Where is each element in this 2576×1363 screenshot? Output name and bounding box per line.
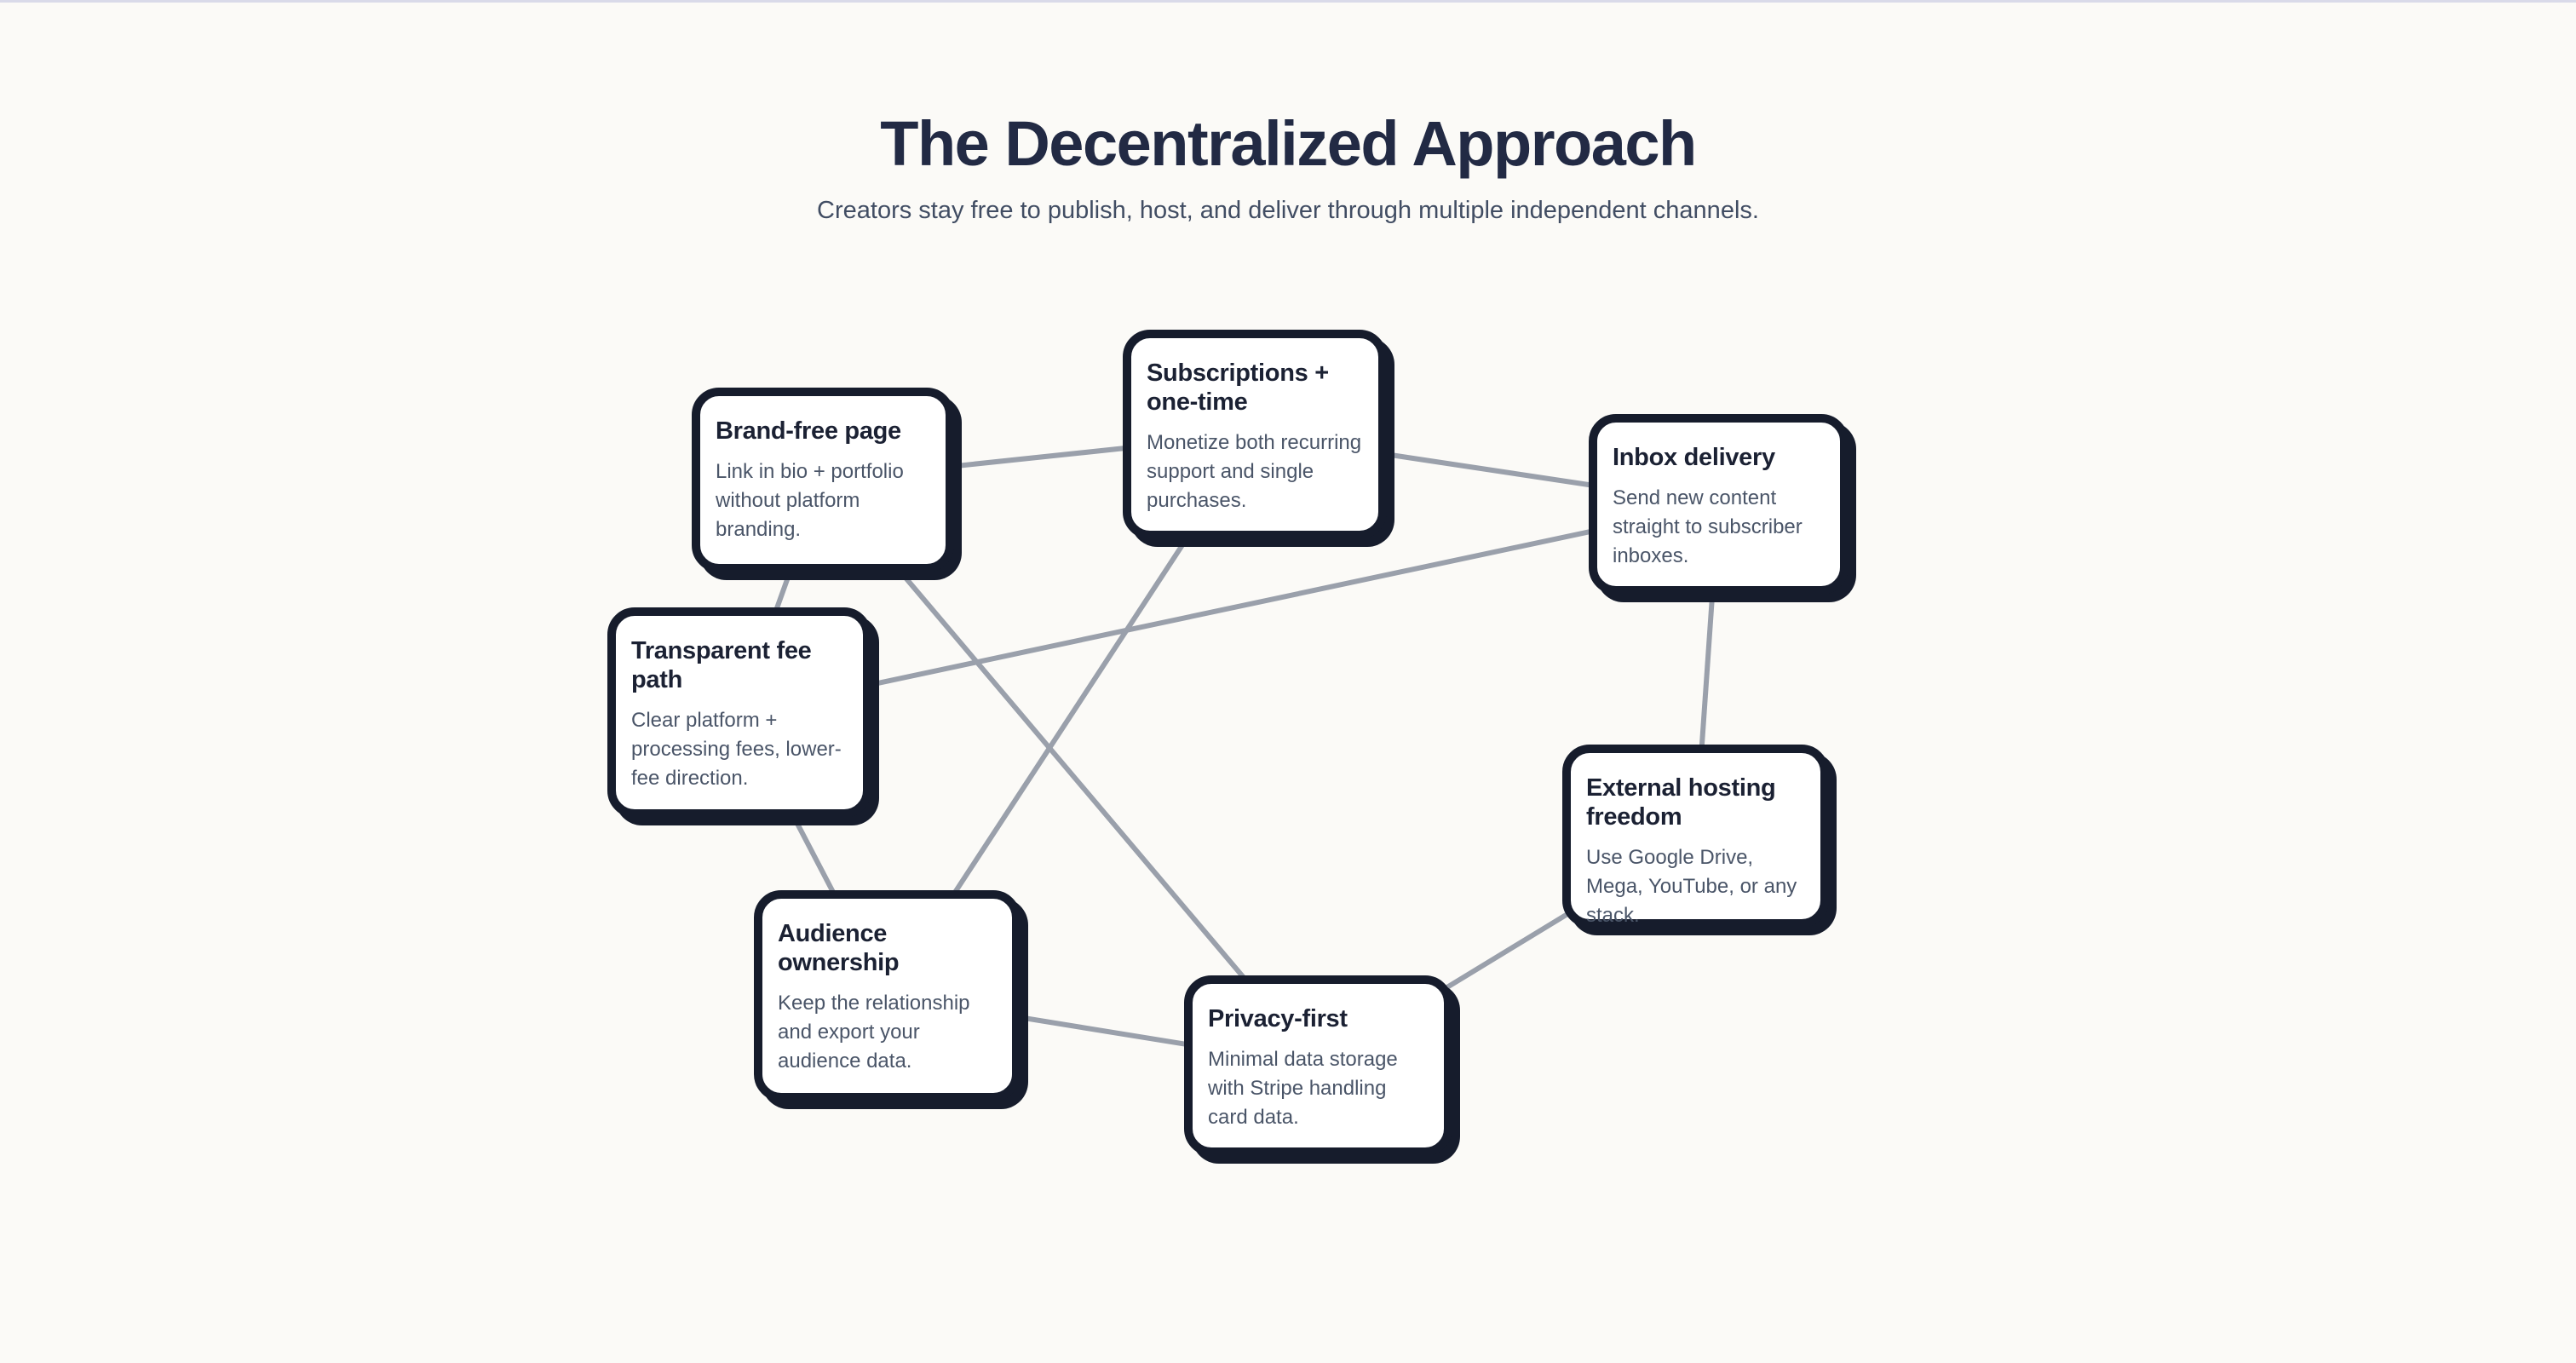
- node-title: Inbox delivery: [1613, 444, 1775, 471]
- node-description: Clear platform + processing fees, lower-…: [631, 709, 842, 790]
- connector-transparent-fee-path--inbox-delivery: [739, 502, 1720, 716]
- node-title: Transparent fee path: [631, 637, 812, 693]
- page-subtitle: Creators stay free to publish, host, and…: [817, 197, 1759, 225]
- node-description: Link in bio + portfolio without platform…: [716, 460, 904, 541]
- node-description: Keep the relationship and export your au…: [778, 992, 970, 1073]
- node-subscriptions-one-time[interactable]: Subscriptions + one-time Monetize both r…: [1123, 330, 1387, 539]
- page-title: The Decentralized Approach: [880, 108, 1697, 179]
- node-description: Use Google Drive, Mega, YouTube, or any …: [1586, 846, 1797, 927]
- node-title: Brand-free page: [716, 417, 901, 445]
- connector-brand-free-page--privacy-first: [820, 478, 1320, 1067]
- node-brand-free-page[interactable]: Brand-free page Link in bio + portfolio …: [692, 388, 954, 572]
- page-header: The Decentralized Approach Creators stay…: [0, 107, 2576, 228]
- node-transparent-fee-path[interactable]: Transparent fee path Clear platform + pr…: [607, 607, 871, 818]
- node-title: External hosting freedom: [1586, 774, 1776, 831]
- node-description: Monetize both recurring support and sing…: [1147, 431, 1362, 512]
- node-inbox-delivery[interactable]: Inbox delivery Send new content straight…: [1589, 414, 1849, 595]
- node-title: Subscriptions + one-time: [1147, 359, 1329, 416]
- top-border-strip: [0, 0, 2576, 3]
- node-privacy-first[interactable]: Privacy-first Minimal data storage with …: [1184, 975, 1452, 1156]
- node-title: Audience ownership: [778, 920, 900, 976]
- node-title: Privacy-first: [1208, 1005, 1348, 1032]
- node-external-hosting-freedom[interactable]: External hosting freedom Use Google Driv…: [1562, 745, 1829, 928]
- node-description: Minimal data storage with Stripe handlin…: [1208, 1048, 1398, 1129]
- node-description: Send new content straight to subscriber …: [1613, 486, 1803, 567]
- node-audience-ownership[interactable]: Audience ownership Keep the relationship…: [754, 890, 1021, 1101]
